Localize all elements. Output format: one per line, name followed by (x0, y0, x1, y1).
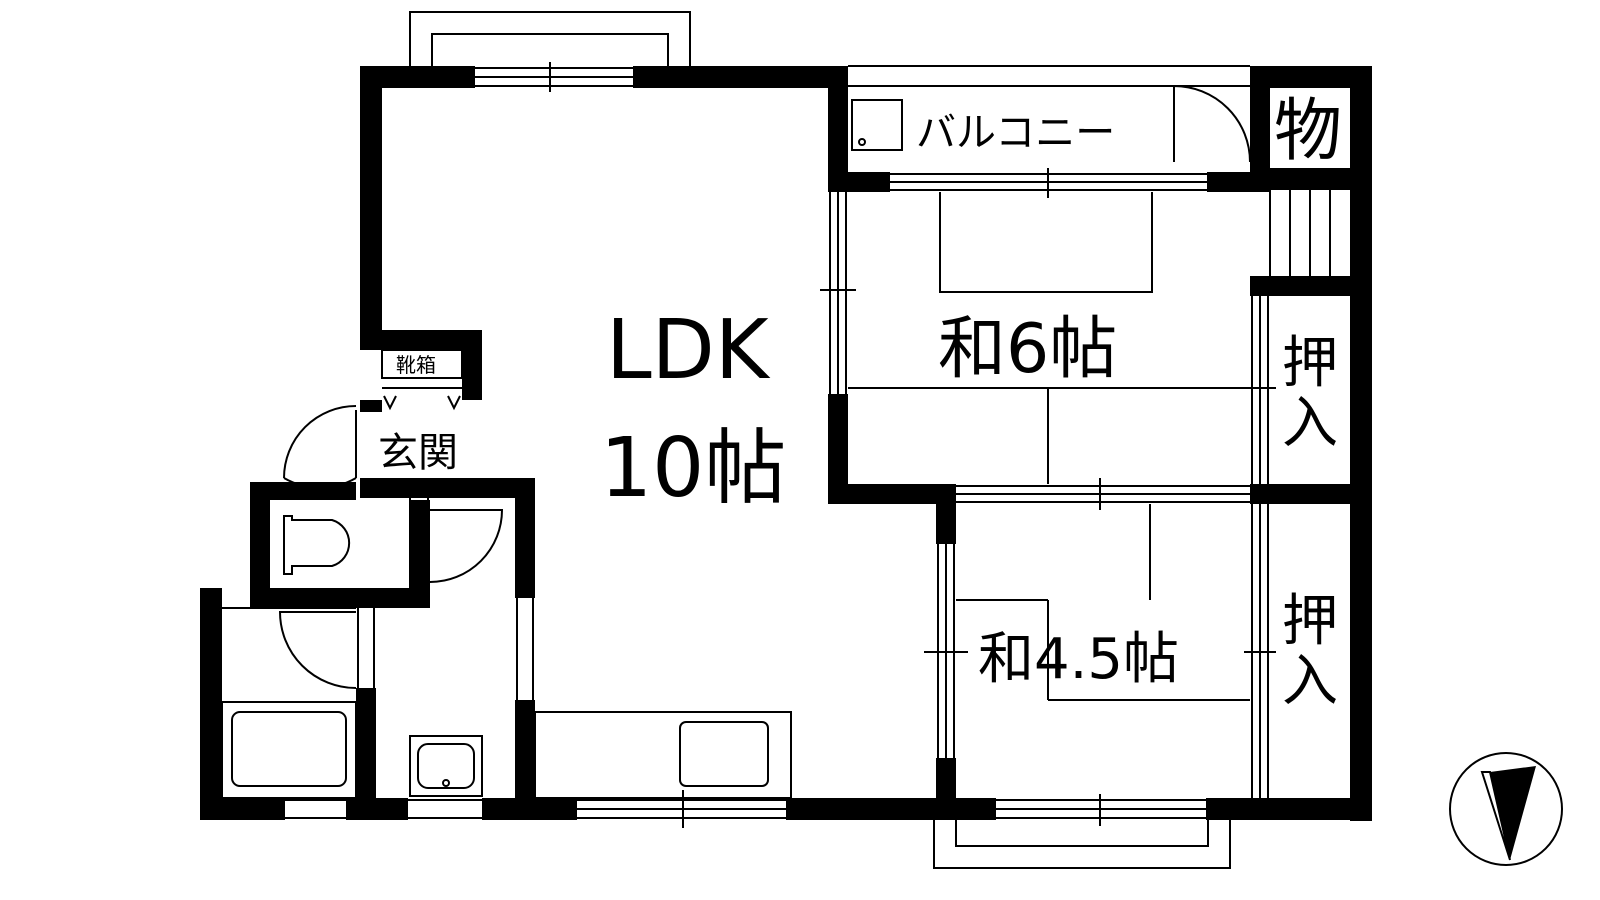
entrance-label: 玄関 (378, 430, 458, 476)
washitsu-45-label: 和4.5帖 (978, 627, 1179, 692)
oshiire-upper-char2: 入 (1282, 391, 1338, 456)
oshiire-lower-char2: 入 (1282, 649, 1338, 714)
windows (222, 11, 1276, 869)
walls (200, 66, 1372, 821)
ldk-size-label: 10帖 (600, 421, 786, 516)
washitsu-6-label: 和6帖 (938, 310, 1117, 389)
toilet-icon (283, 515, 351, 575)
kitchen-counter (534, 711, 792, 799)
doors (278, 84, 1251, 689)
room-labels: LDK 10帖 和6帖 和4.5帖 バルコニー 物 押 入 押 入 玄関 靴箱 (378, 92, 1342, 714)
balcony-label: バルコニー (916, 110, 1115, 156)
oshiire-lower-char1: 押 (1282, 589, 1338, 654)
washer-icon (851, 99, 903, 151)
shoe-cabinet-label: 靴箱 (396, 353, 436, 377)
fixtures (221, 99, 903, 799)
storage-label: 物 (1274, 92, 1342, 171)
tatami-lines (848, 190, 1331, 701)
oshiire-upper-char1: 押 (1282, 331, 1338, 396)
bathtub-icon (221, 701, 357, 799)
ldk-label: LDK (606, 303, 771, 398)
north-arrow-icon (1449, 752, 1563, 866)
sink-icon (409, 735, 483, 797)
